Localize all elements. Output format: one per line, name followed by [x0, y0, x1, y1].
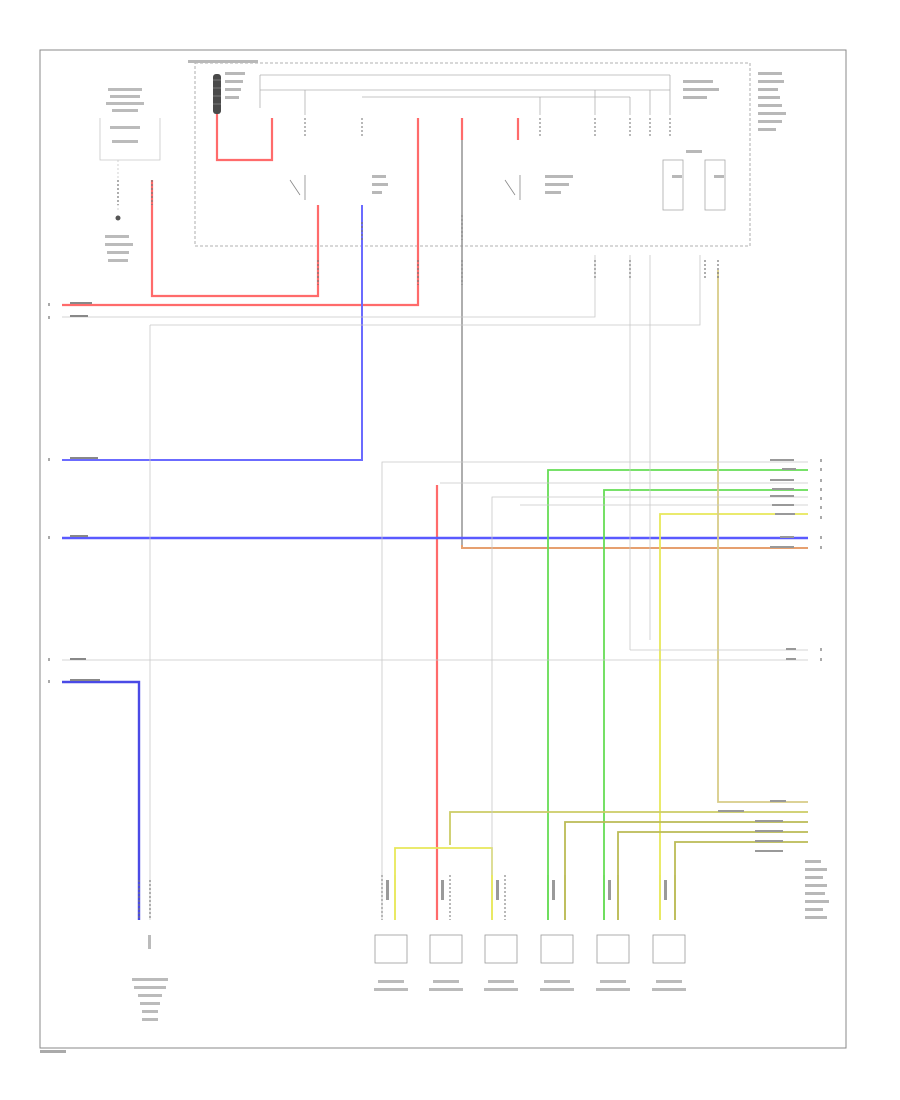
fuse-box [194, 62, 751, 247]
main-fuse-icon [213, 74, 221, 114]
fuse-pins [304, 118, 671, 138]
yellow-wire-group [394, 270, 808, 920]
fuse-box-label-block [188, 60, 786, 194]
relay-switch-icon [289, 159, 726, 211]
red-wire-group [62, 114, 520, 920]
footer-code-mark [40, 1050, 66, 1053]
diagram-frame [39, 49, 847, 1049]
ecm-label-block [805, 860, 829, 919]
bottom-pin-labels [386, 880, 667, 900]
right-wire-labels [718, 459, 796, 852]
left-wire-labels [70, 302, 100, 681]
fuse-box-internal-bus [259, 74, 671, 115]
green-wire-group [547, 469, 808, 920]
orange-wire [461, 545, 808, 549]
injector-5 [596, 875, 630, 991]
right-pin-numbers [820, 459, 822, 661]
connector-pins [117, 180, 719, 285]
thin-wire-group [62, 255, 808, 920]
left-pin-marks [48, 303, 50, 683]
injector-3 [484, 875, 518, 991]
left-sensor-block [99, 88, 161, 262]
blue-wire-group [62, 205, 808, 920]
bottom-left-sensor [132, 880, 168, 1021]
injector-2 [429, 875, 463, 991]
injector-6 [652, 875, 686, 991]
injector-1 [374, 875, 408, 991]
injector-4 [540, 875, 574, 991]
